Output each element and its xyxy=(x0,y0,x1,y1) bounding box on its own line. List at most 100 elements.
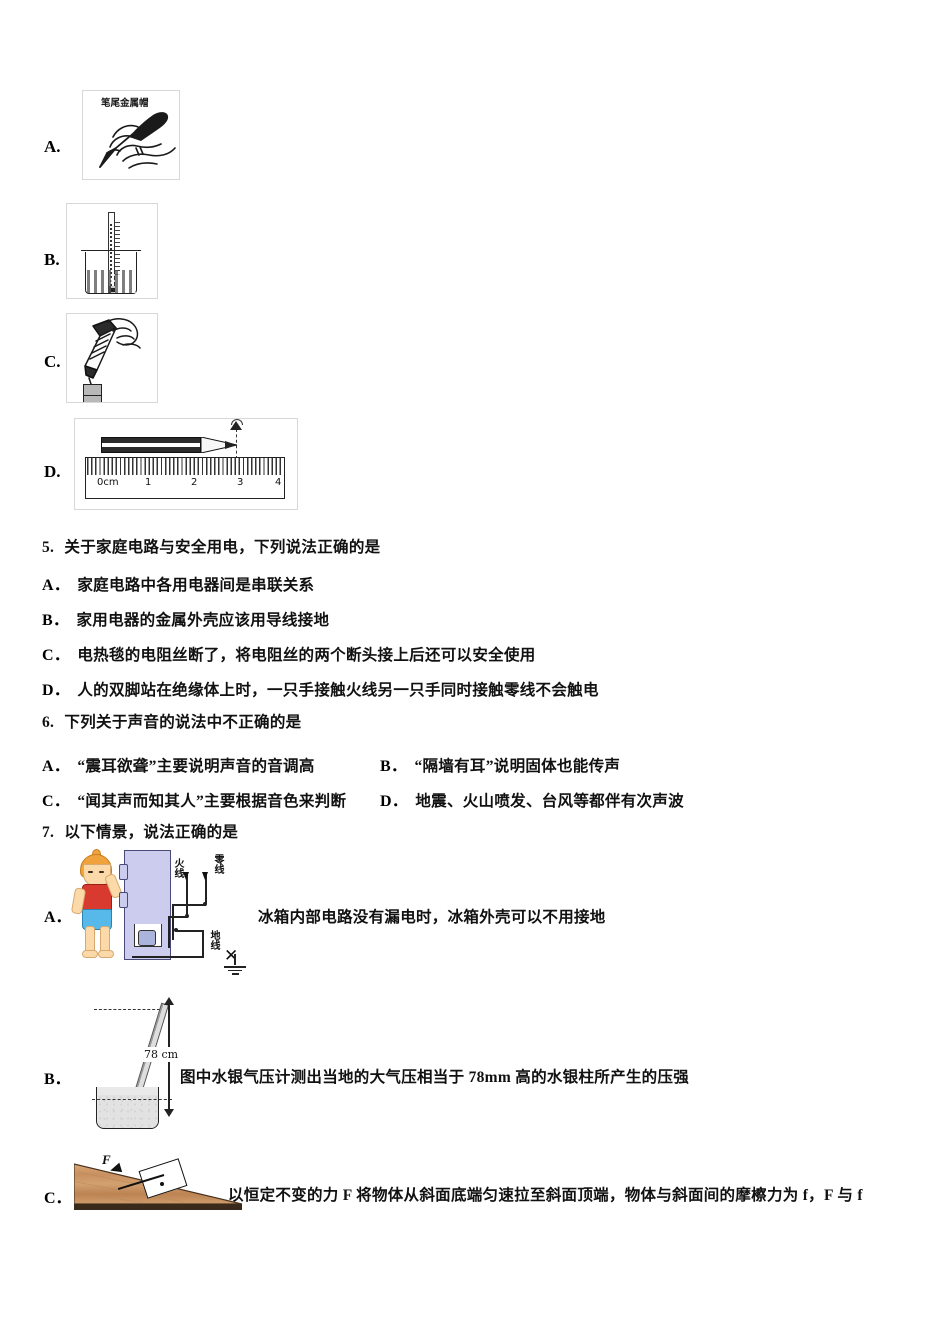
question7-stem-row: 7. 以下情景，说法正确的是 xyxy=(42,820,238,842)
boy-foot-left xyxy=(82,950,98,958)
question5-option-a-letter: A． xyxy=(42,577,71,594)
ground-symbol-stem xyxy=(234,954,236,965)
question6-option-a-letter: A． xyxy=(42,758,71,775)
question7-option-a-letter: A． xyxy=(44,909,72,926)
question6-number: 6. xyxy=(42,714,55,731)
question5-stem-row: 5. 关于家庭电路与安全用电，下列说法正确的是 xyxy=(42,535,380,557)
question6-option-a[interactable]: A． “震耳欲聋”主要说明声音的音调高 xyxy=(42,752,315,776)
supply-arrowheads xyxy=(183,872,208,880)
mercury-surface-dashed-line xyxy=(92,1099,172,1100)
question5-stem: 关于家庭电路与安全用电，下列说法正确的是 xyxy=(64,539,381,556)
question5-option-c-text: 电热毯的电阻丝断了，将电阻丝的两个断头接上后还可以安全使用 xyxy=(77,647,536,664)
question5-option-a-text: 家庭电路中各用电器间是串联关系 xyxy=(77,577,315,594)
neutral-wire-line xyxy=(205,872,207,904)
question5-option-c[interactable]: C． 电热毯的电阻丝断了，将电阻丝的两个断头接上后还可以安全使用 xyxy=(42,641,536,665)
question6-option-b-letter: B． xyxy=(380,758,408,775)
question6-option-d-letter: D． xyxy=(380,793,409,810)
wire-node-neutral xyxy=(203,902,207,906)
beaker-liquid xyxy=(86,270,136,293)
question5-option-b[interactable]: B． 家用电器的金属外壳应该用导线接地 xyxy=(42,606,329,630)
question7-option-b-letter: B． xyxy=(44,1071,71,1088)
vacuum-level-dashed-line xyxy=(94,1009,160,1010)
question5-option-d[interactable]: D． 人的双脚站在绝缘体上时，一只手接触火线另一只手同时接触零线不会触电 xyxy=(42,676,599,700)
question5-option-b-letter: B． xyxy=(42,612,70,629)
question6-stem-row: 6. 下列关于声音的说法中不正确的是 xyxy=(42,710,301,732)
ground-disconnect-cross-icon: ✕ xyxy=(224,946,239,966)
live-wire-line xyxy=(186,872,188,916)
live-wire-label: 火线 xyxy=(172,858,183,878)
ruler-number-labels: 0cm 1 2 3 4 xyxy=(85,477,285,493)
neutral-wire-label: 零线 xyxy=(212,854,223,874)
beaker-body xyxy=(85,252,137,294)
inclined-plane-base xyxy=(74,1204,242,1210)
boy-figure xyxy=(70,849,124,962)
barometer-height-label: 78 cm xyxy=(142,1047,181,1062)
q4-image-options-block: A. 笔尾金属帽 B. xyxy=(0,0,950,520)
q4-option-a-letter: A. xyxy=(44,137,61,156)
question7-option-b-text: 图中水银气压计测出当地的大气压相当于 78mm 高的水银柱所产生的压强 xyxy=(180,1069,690,1086)
question5-option-b-text: 家用电器的金属外壳应该用导线接地 xyxy=(76,612,330,629)
question6-option-c[interactable]: C． “闻其声而知其人”主要根据音色来判断 xyxy=(42,787,346,811)
question7-option-b-figure: 78 cm xyxy=(90,995,200,1140)
pencil-tip xyxy=(201,437,237,453)
question5-option-d-text: 人的双脚站在绝缘体上时，一只手接触火线另一只手同时接触零线不会触电 xyxy=(77,682,599,699)
wire-node-ground xyxy=(174,928,178,932)
boy-eye-right xyxy=(99,871,104,873)
boy-foot-right xyxy=(98,950,114,958)
question7-number: 7. xyxy=(42,824,55,841)
question6-option-b[interactable]: B． “隔墙有耳”说明固体也能传声 xyxy=(380,752,620,776)
wire-node-live xyxy=(184,914,189,918)
question7-option-a-text: 冰箱内部电路没有漏电时，冰箱外壳可以不用接地 xyxy=(258,909,606,926)
height-arrow-up-icon xyxy=(163,997,174,1005)
boy-shirt xyxy=(82,884,112,912)
q4-option-c-figure xyxy=(66,313,158,403)
question5-number: 5. xyxy=(42,539,55,556)
measure-arrow-icon xyxy=(230,421,242,430)
ruler-tick-label-3: 3 xyxy=(237,477,244,488)
question7-stem: 以下情景，说法正确的是 xyxy=(64,824,239,841)
power-socket-icon xyxy=(138,930,156,946)
question6-option-d[interactable]: D． 地震、火山喷发、台风等都伴有次声波 xyxy=(380,787,684,811)
refrigerator-handle-top xyxy=(119,864,128,880)
question7-option-c-figure: F xyxy=(74,1152,250,1222)
refrigerator-handle-bottom xyxy=(119,892,128,908)
question7-option-a-figure: 火线 零线 地线 ✕ xyxy=(70,846,252,981)
mercury-basin-liquid xyxy=(97,1095,158,1128)
force-label-F: F xyxy=(102,1152,111,1167)
ruler-tick-label-4: 4 xyxy=(275,477,282,488)
question5-option-a[interactable]: A． 家庭电路中各用电器间是串联关系 xyxy=(42,571,314,595)
height-arrow-down-icon xyxy=(163,1109,174,1117)
hand-spring-scale-icon xyxy=(84,318,141,385)
question5-option-c-letter: C． xyxy=(42,647,71,664)
q4-option-a-figure: 笔尾金属帽 xyxy=(82,90,180,180)
chassis-wire xyxy=(132,956,204,958)
q4-option-b-letter: B. xyxy=(44,250,60,269)
ruler-ticks xyxy=(86,458,284,475)
live-wire-branch xyxy=(168,916,188,918)
ground-wire-drop xyxy=(202,930,204,957)
question5-option-d-letter: D． xyxy=(42,682,71,699)
neutral-wire-drop xyxy=(172,904,174,940)
pencil-body xyxy=(101,437,201,453)
ruler-tick-label-0: 0cm xyxy=(97,477,119,488)
thermometer-scale-ticks xyxy=(115,222,120,277)
measure-dashed-line xyxy=(236,429,237,459)
question6-stem: 下列关于声音的说法中不正确的是 xyxy=(64,714,302,731)
question7-option-c-letter: C． xyxy=(44,1190,72,1207)
question6-option-a-text: “震耳欲聋”主要说明声音的音调高 xyxy=(77,758,315,775)
q4-option-d-figure: 0cm 1 2 3 4 xyxy=(74,418,298,510)
question6-option-c-letter: C． xyxy=(42,793,71,810)
beaker-rim xyxy=(81,250,141,255)
live-wire-drop xyxy=(168,916,170,948)
question6-option-b-text: “隔墙有耳”说明固体也能传声 xyxy=(414,758,621,775)
boy-eye-left xyxy=(88,871,93,873)
measure-arrow-cap-icon xyxy=(231,419,243,425)
ground-wire-label: 地线 xyxy=(208,930,219,950)
ground-wire-branch xyxy=(176,930,202,932)
boy-shorts xyxy=(82,909,112,930)
pencil-lead xyxy=(225,441,237,449)
neutral-wire-branch xyxy=(172,904,206,906)
hand-pen-icon xyxy=(99,112,176,169)
ruler-tick-label-1: 1 xyxy=(145,477,152,488)
